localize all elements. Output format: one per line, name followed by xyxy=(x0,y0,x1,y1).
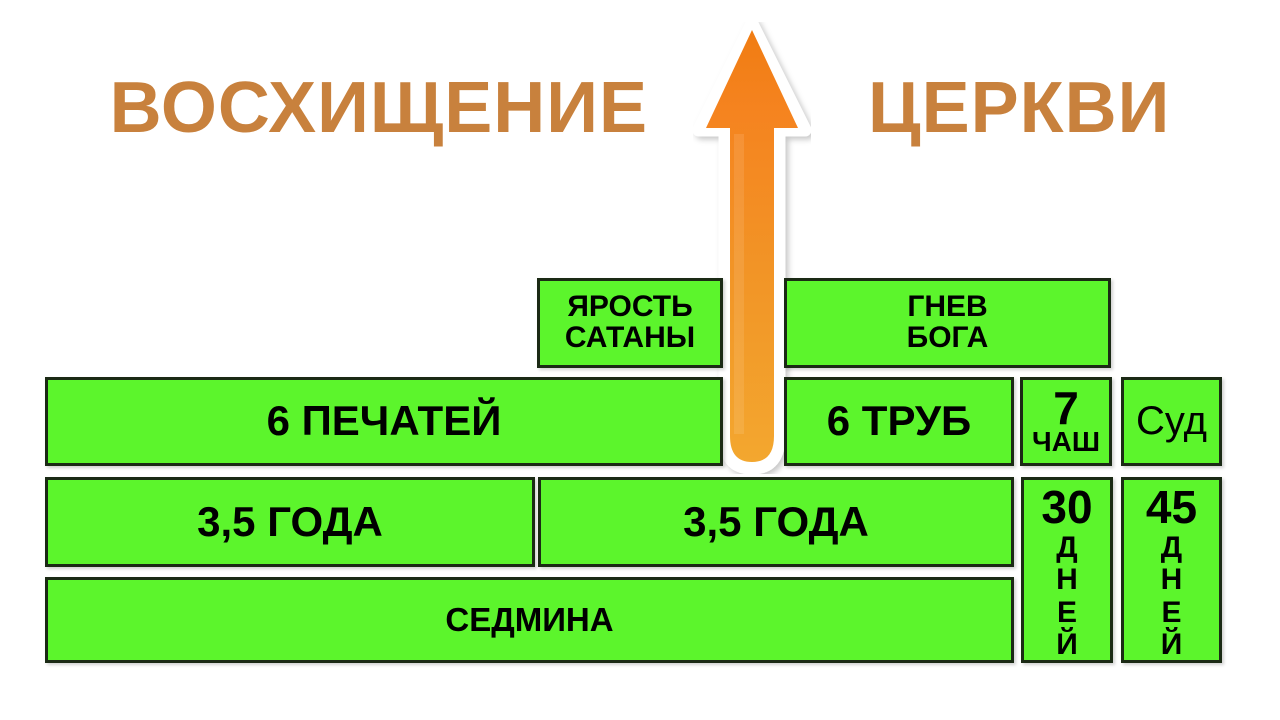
box-thirty-days-letter-2: Н xyxy=(1056,563,1078,597)
box-forty-five-days-number: 45 xyxy=(1145,481,1198,533)
box-first-three-and-half-years-label: 3,5 ГОДА xyxy=(197,497,383,545)
box-second-three-and-half-years: 3,5 ГОДА xyxy=(538,477,1014,567)
box-thirty-days-letter-3: Е xyxy=(1056,595,1077,629)
box-seven-bowls-unit: ЧАШ xyxy=(1031,426,1101,458)
box-forty-five-days-letter-4: Й xyxy=(1160,628,1183,662)
box-six-trumpets-label: 6 ТРУБ xyxy=(826,397,972,445)
box-thirty-days-letter-4: Й xyxy=(1056,628,1078,662)
box-second-three-and-half-years-label: 3,5 ГОДА xyxy=(683,497,869,545)
box-forty-five-days-letter-2: Н xyxy=(1160,563,1183,597)
box-thirty-days-number: 30 xyxy=(1041,481,1093,533)
box-satans-fury-line1: ЯРОСТЬ xyxy=(567,290,693,324)
box-satans-fury-line2: САТАНЫ xyxy=(564,321,696,354)
title-word-left: ВОСХИЩЕНИЕ xyxy=(109,68,649,148)
box-forty-five-days-letter-3: Е xyxy=(1161,595,1182,629)
box-wrath-of-god: ГНЕВ БОГА xyxy=(784,278,1111,368)
title-word-right: ЦЕРКВИ xyxy=(868,68,1171,148)
box-forty-five-days: 45 Д Н Е Й xyxy=(1121,477,1222,663)
box-judgment: Суд xyxy=(1121,377,1222,466)
page-title: ВОСХИЩЕНИЕ ЦЕРКВИ xyxy=(0,58,1280,158)
box-forty-five-days-letter-1: Д xyxy=(1160,531,1183,564)
box-six-seals: 6 ПЕЧАТЕЙ xyxy=(45,377,723,466)
box-thirty-days-letter-1: Д xyxy=(1056,531,1078,564)
box-six-seals-label: 6 ПЕЧАТЕЙ xyxy=(266,397,502,445)
box-satans-fury: ЯРОСТЬ САТАНЫ xyxy=(537,278,723,368)
box-seventieth-week: СЕДМИНА xyxy=(45,577,1014,663)
box-wrath-of-god-line1: ГНЕВ xyxy=(907,290,988,324)
box-wrath-of-god-line2: БОГА xyxy=(906,321,989,354)
box-first-three-and-half-years: 3,5 ГОДА xyxy=(45,477,535,567)
box-six-trumpets: 6 ТРУБ xyxy=(784,377,1014,466)
rapture-arrow-up-icon xyxy=(693,22,811,474)
box-thirty-days: 30 Д Н Е Й xyxy=(1021,477,1113,663)
box-judgment-label: Суд xyxy=(1136,399,1207,444)
box-seventieth-week-label: СЕДМИНА xyxy=(445,601,614,639)
box-seven-bowls-number: 7 xyxy=(1053,381,1079,434)
box-seven-bowls: 7 ЧАШ xyxy=(1020,377,1112,466)
